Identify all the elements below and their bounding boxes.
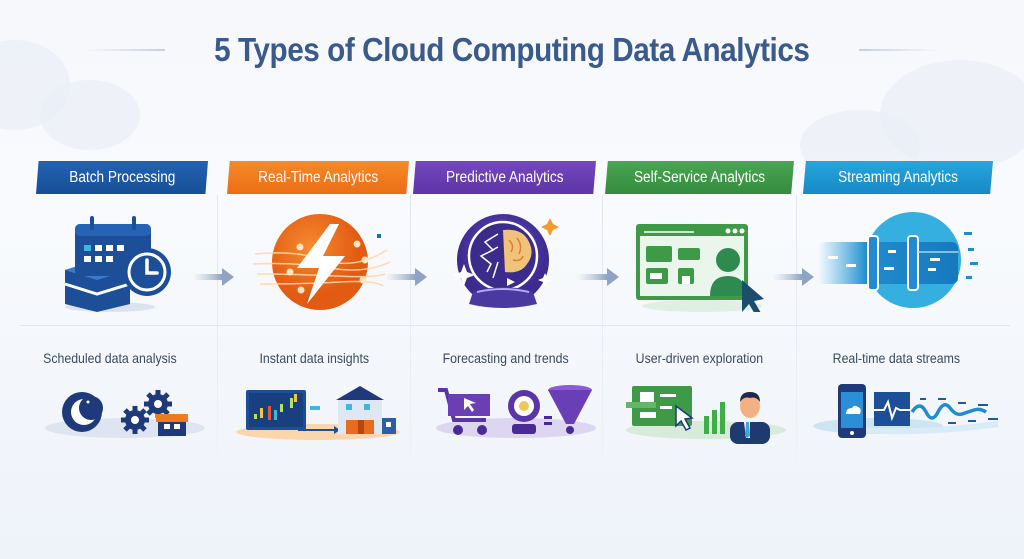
streaming-sub-icons (813, 384, 999, 438)
arrow-right-icon (385, 268, 427, 286)
smartphone-cloud-icon (838, 384, 866, 438)
webcam-icon (508, 390, 540, 434)
bar-chart-monitor-icon (246, 390, 306, 430)
description-self-service-analytics: User-driven exploration (635, 350, 763, 366)
description-real-time-analytics: Instant data insights (259, 350, 369, 366)
column-divider (410, 195, 411, 460)
row-divider (20, 325, 1010, 326)
funnel-icon (548, 385, 592, 434)
description-batch-processing: Scheduled data analysis (43, 350, 177, 366)
arrow-right-icon (192, 268, 234, 286)
batch-sub-icons (45, 390, 205, 438)
predictive-sub-icons (436, 385, 596, 438)
shopping-cart-icon (438, 388, 490, 435)
header-batch-processing: Batch Processing (36, 161, 208, 194)
header-streaming-analytics: Streaming Analytics (803, 161, 993, 194)
dashboard-user-cursor-icon (636, 224, 764, 312)
description-streaming-analytics: Real-time data streams (832, 350, 960, 366)
column-divider (602, 195, 603, 460)
background-cloud (40, 80, 140, 150)
wave-signal-icon (910, 398, 998, 424)
column-divider (217, 195, 218, 460)
bar-chart-icon (704, 402, 725, 434)
businessman-icon (730, 392, 770, 444)
title-bar: 5 Types of Cloud Computing Data Analytic… (0, 28, 1024, 72)
crystal-ball-brain-icon (453, 214, 559, 308)
title-divider-left (85, 49, 166, 51)
description-predictive-analytics: Forecasting and trends (442, 350, 570, 366)
arrow-right-icon (772, 268, 814, 286)
data-pipe-stream-icon (818, 212, 978, 308)
warehouse-icon (336, 386, 396, 434)
pulse-monitor-icon (874, 392, 918, 426)
title-divider-right (858, 49, 939, 51)
arrow-right-icon (577, 268, 619, 286)
dashboard-cursor-icon (626, 386, 694, 431)
header-real-time-analytics: Real-Time Analytics (227, 161, 409, 194)
gears-icon (121, 390, 172, 434)
realtime-sub-icons (236, 386, 400, 440)
calendar-clock-database-icon (64, 216, 171, 312)
header-predictive-analytics: Predictive Analytics (413, 161, 596, 194)
header-self-service-analytics: Self-Service Analytics (605, 161, 794, 194)
self-service-sub-icons (626, 386, 786, 444)
column-divider (796, 195, 797, 460)
store-icon (156, 414, 188, 436)
lightning-bolt-icon (252, 214, 391, 310)
page-title: 5 Types of Cloud Computing Data Analytic… (214, 31, 810, 68)
moon-icon (62, 392, 103, 432)
